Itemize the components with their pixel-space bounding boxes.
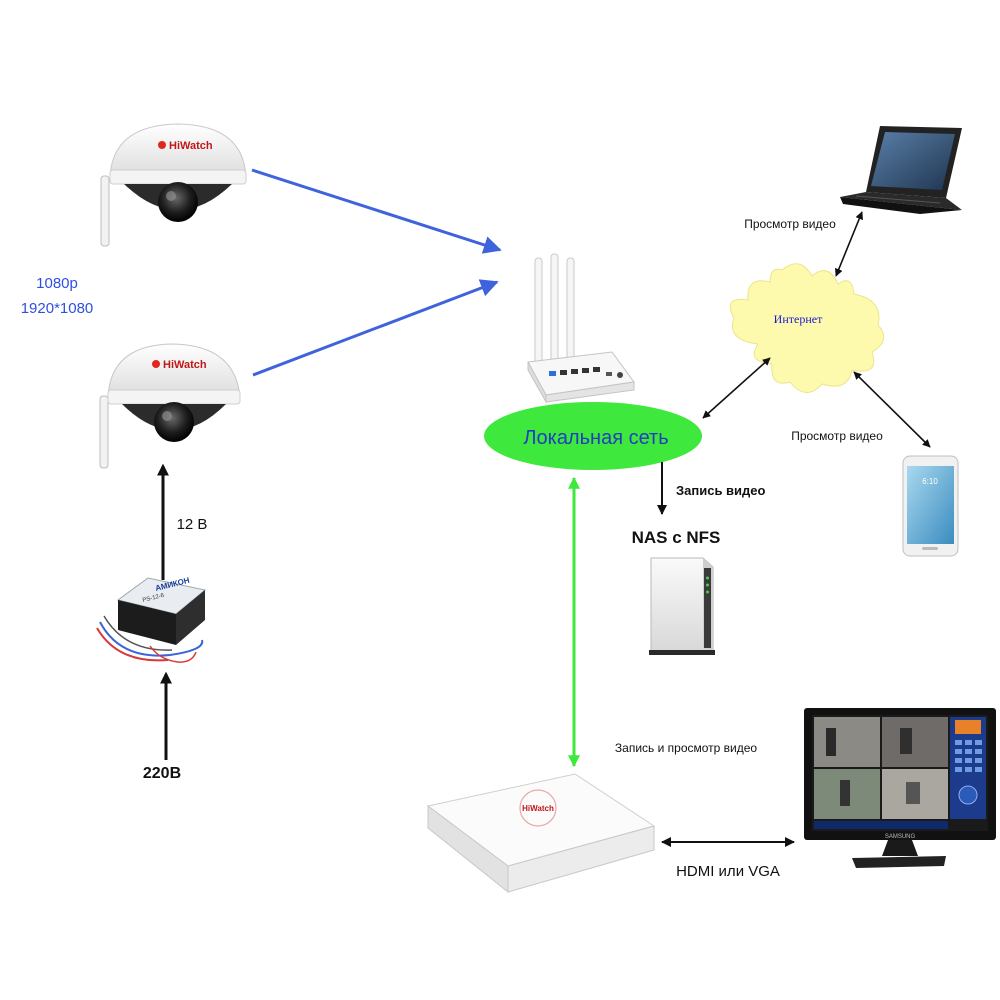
camera-top-brand: HiWatch xyxy=(169,140,213,152)
router-antenna-1 xyxy=(534,257,543,367)
router-antenna-2 xyxy=(550,253,559,367)
adapter-model: PS-12-6 xyxy=(142,593,165,604)
hdmi-label: HDMI или VGA xyxy=(676,863,780,880)
power-adapter: АМИКОН PS-12-6 xyxy=(96,576,207,663)
dvr-label: Запись и просмотр видео xyxy=(615,741,758,755)
voltage-220v-label: 220В xyxy=(143,765,181,782)
laptop-base xyxy=(840,197,962,214)
voltage-12v-label: 12 В xyxy=(177,516,208,533)
nas-panel xyxy=(704,568,711,648)
phone-view-label: Просмотр видео xyxy=(791,429,883,443)
router xyxy=(527,253,635,404)
camera-bottom-brand-dot xyxy=(152,360,160,368)
dvr-recorder: HiWatch xyxy=(426,773,656,894)
monitor-brand: SAMSUNG xyxy=(885,834,916,840)
nas-title: NAS с NFS xyxy=(632,528,721,547)
nas-record-label: Запись видео xyxy=(676,483,766,498)
router-antenna-3 xyxy=(566,257,575,367)
internet-label: Интернет xyxy=(774,312,823,326)
monitor-tile-1 xyxy=(814,717,880,767)
dvr-front xyxy=(507,825,655,893)
monitor: SAMSUNG xyxy=(804,708,996,868)
camera-top-to-router-arrow xyxy=(251,168,502,254)
camera-bottom-to-router-arrow xyxy=(252,279,499,377)
power-adapter-front xyxy=(118,600,176,645)
camera-top-brand-dot xyxy=(158,141,166,149)
internet-phone-link xyxy=(853,371,931,448)
laptop-view-label: Просмотр видео xyxy=(744,217,836,231)
camera-bottom-antenna xyxy=(99,395,109,469)
camera-bottom-brand: HiWatch xyxy=(163,359,207,371)
lan-ellipse xyxy=(484,402,702,470)
laptop xyxy=(840,126,962,214)
smartphone-time: 6:10 xyxy=(922,477,938,486)
resolution-line1: 1080p xyxy=(36,275,78,292)
camera-bottom: HiWatch xyxy=(99,343,241,469)
camera-top-dome xyxy=(109,123,247,179)
smartphone-screen xyxy=(907,466,954,544)
smartphone: 6:10 xyxy=(902,455,959,557)
camera-top-antenna xyxy=(100,175,110,247)
monitor-neck xyxy=(882,840,918,856)
camera-top: HiWatch xyxy=(100,123,247,247)
monitor-tile-2 xyxy=(882,717,948,767)
camera-bottom-lens xyxy=(154,402,194,442)
lan-internet-link xyxy=(702,357,771,419)
resolution-line2: 1920*1080 xyxy=(21,300,94,317)
lan-label: Локальная сеть xyxy=(523,427,668,449)
camera-top-lens xyxy=(158,182,198,222)
nas-device xyxy=(649,557,715,655)
router-front xyxy=(545,381,635,403)
monitor-stand xyxy=(852,856,946,868)
dvr-brand: HiWatch xyxy=(522,804,554,813)
camera-bottom-dome xyxy=(107,343,241,399)
dvr-logo-ring xyxy=(519,789,557,827)
internet-laptop-link xyxy=(835,211,863,277)
laptop-screen xyxy=(871,132,955,190)
